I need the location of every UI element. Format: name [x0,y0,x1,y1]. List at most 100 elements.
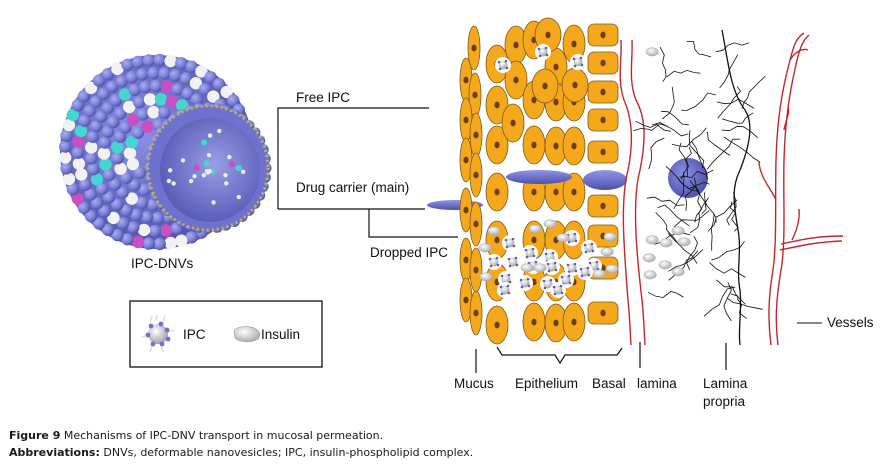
vesicle-bead [136,68,149,81]
cell-nucleus [513,76,519,84]
vesicle-bead [154,93,168,106]
ipc-particle [486,254,502,270]
insulin-particle [528,224,542,234]
ipc-particle [544,259,560,275]
collagen-fiber [710,213,715,251]
vesicle-bead [212,77,226,91]
cell-nucleus [473,220,479,228]
cell-nucleus [531,141,537,149]
vesicle-bead [74,124,88,138]
collagen-fiber [661,110,689,126]
collagen-fiber [722,112,754,124]
vesicle-bead [153,237,166,251]
cell-nucleus [494,236,500,244]
legend: IPC Insulin [129,300,323,368]
vesicle-bead [62,118,76,132]
cell-nucleus [471,44,477,52]
cell-nucleus [531,318,537,326]
vesicle-bead [95,110,108,123]
collagen-fiber [723,136,761,163]
basal-lamina-label-line2: lamina [637,376,677,391]
vesicle-inner-dot [203,160,210,167]
vesicle-inner-dot [171,181,176,186]
ipc-icon [140,314,175,353]
legend-insulin-label: Insulin [261,327,300,342]
vesicle-bead [77,201,91,214]
vesicle-bead [58,140,72,153]
ipc-particle [577,264,593,280]
vesicle-bead [98,136,112,149]
collagen-fiber [707,199,738,232]
ipc-particle [535,44,551,60]
abbreviations-text: DNVs, deformable nanovesicles; IPC, insu… [103,446,474,459]
epithelial-cell [587,224,619,248]
vesicle-bead [126,157,140,171]
vesicle-inner-dot [180,158,186,163]
vesicle-bead [143,93,157,106]
drug-carrier-disc-icon [506,170,572,184]
cell-nucleus [600,88,606,96]
vesicle-bead [111,62,124,76]
vesicle-bead [78,114,91,127]
collagen-fiber [648,137,665,170]
ipc-particle [517,275,533,291]
insulin-particle [600,247,614,257]
insulin-particle [487,226,501,236]
insulin-particle [520,263,534,273]
insulin-particle [642,253,656,263]
vesicle-bead [97,147,111,160]
vesicle-bead [84,188,97,201]
cell-nucleus [571,318,577,326]
vesicle-inner-dot [204,169,210,174]
vesicle-bead [190,93,203,106]
insulin-particle [643,270,657,280]
vesicle-bead [125,192,138,205]
insulin-particle [556,233,570,243]
figure-title: Mechanisms of IPC-DNV transport in mucos… [63,429,384,442]
lamina-propria-boundary [721,29,751,346]
vesicle-bead [220,85,233,99]
collagen-fiber [685,177,697,211]
vesicle-bead [103,168,116,182]
vesicle-bead [111,198,124,211]
vesicle-bead [108,178,122,191]
insulin-particle [605,264,619,274]
insulin-particle [671,226,685,236]
insulin-particle [645,47,659,57]
drug-carrier-disc-icon [583,170,627,190]
collagen-fiber [726,192,737,226]
vesicle-bead [137,223,151,237]
vesicle-inner-dot [192,174,197,179]
cell-nucleus [553,319,559,327]
epithelial-cell [485,125,509,165]
vesicle-bead [133,95,146,109]
collagen-fiber [681,92,716,111]
cell-nucleus [463,76,469,84]
vesicle-bead [159,224,173,237]
vesicle-inner-dot [201,139,208,146]
vesicle-bead [125,70,139,84]
collagen-fiber [726,297,763,310]
vesicle-inner-dot [235,165,242,172]
vesicle-bead [147,66,160,80]
collagen-fiber [665,166,699,192]
collagen-fiber [704,192,717,223]
vesicle-bead [109,94,123,107]
vesicle-inner-dot [224,181,229,186]
insulin-particle [671,267,685,277]
collagen-fiber [679,169,714,179]
collagen-fiber [694,185,703,223]
vesicle-inner-dot [228,161,235,168]
ipc-particle [522,245,538,261]
epithelial-cell [544,303,568,343]
vesicle-bead [207,90,220,103]
cell-nucleus [600,309,606,317]
collagen-fiber [671,127,707,148]
cell-nucleus [513,41,519,49]
vesicle-bead [189,77,203,90]
vesicle-bead [121,233,134,246]
vesicle-bead [171,83,184,96]
cell-nucleus [463,116,469,124]
cell-nucleus [571,188,577,196]
